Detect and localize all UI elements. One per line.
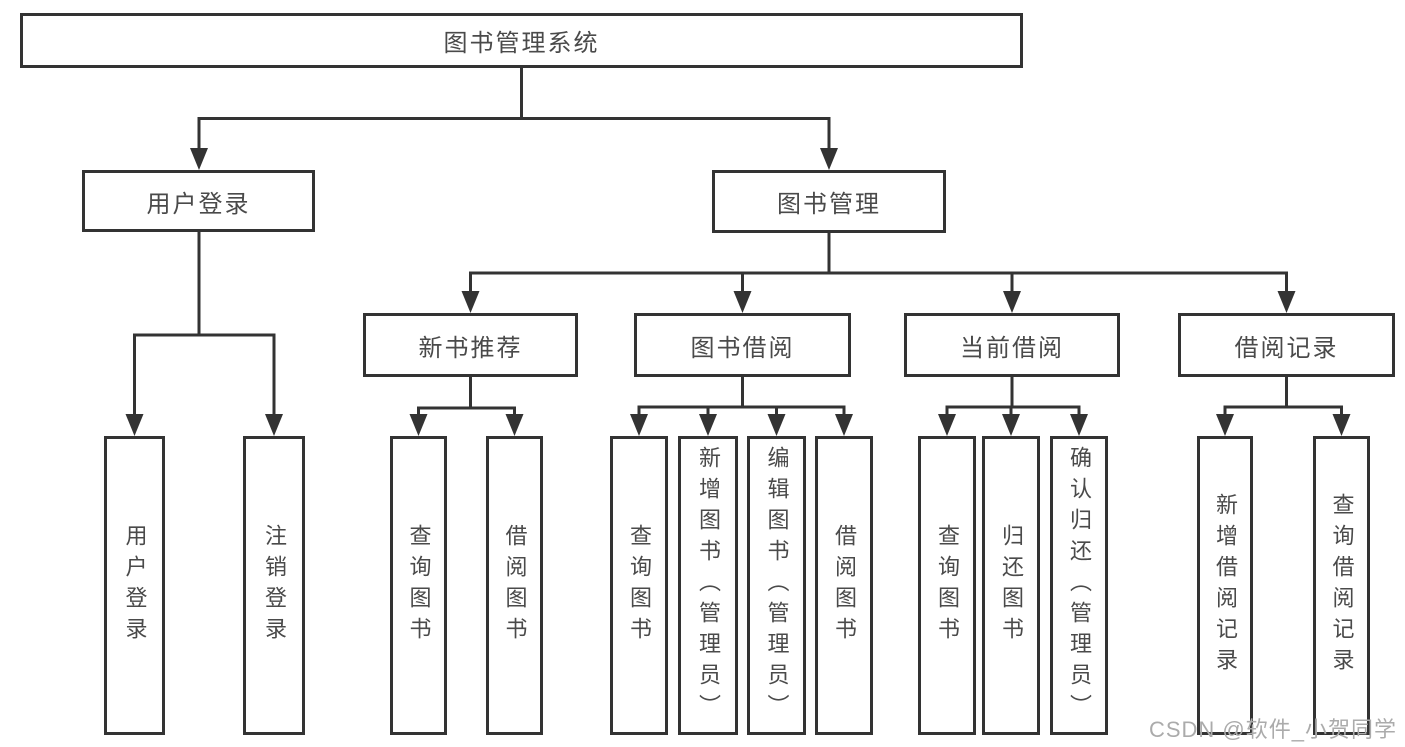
node-borrowing-records: 借阅记录 [1178, 313, 1395, 377]
leaf-label: 新增借阅记录 [1213, 492, 1238, 679]
leaf-borrow-books-borrowing: 借阅图书 [815, 436, 873, 735]
leaf-borrow-books-recommend: 借阅图书 [486, 436, 543, 735]
node-user-login: 用户登录 [82, 170, 315, 232]
leaf-query-borrow-record: 查询借阅记录 [1313, 436, 1370, 735]
leaf-logout: 注销登录 [243, 436, 305, 735]
leaf-edit-books-admin: 编辑图书（管理员） [747, 436, 806, 735]
leaf-label: 归还图书 [999, 523, 1024, 648]
leaf-label: 用户登录 [122, 523, 148, 648]
watermark-text: CSDN @软件_小贺同学 [1148, 717, 1397, 742]
leaf-label: 新增图书（管理员） [696, 446, 721, 725]
node-library-management-system: 图书管理系统 [20, 13, 1023, 68]
connector-user-login [125, 232, 283, 436]
leaf-label: 查询借阅记录 [1329, 492, 1355, 679]
connector-root [190, 68, 838, 170]
node-book-borrowing: 图书借阅 [634, 313, 851, 377]
leaf-query-books-current: 查询图书 [918, 436, 976, 735]
leaf-user-login: 用户登录 [104, 436, 165, 735]
node-current-borrowing: 当前借阅 [904, 313, 1120, 377]
leaf-return-books: 归还图书 [982, 436, 1040, 735]
connector-book-management [461, 233, 1296, 313]
connector-new-book-recommendation [409, 377, 524, 436]
leaf-add-books-admin: 新增图书（管理员） [678, 436, 738, 735]
connector-book-borrowing [630, 377, 853, 436]
leaf-query-books-borrowing: 查询图书 [610, 436, 668, 735]
leaf-label: 注销登录 [262, 523, 287, 648]
leaf-label: 编辑图书（管理员） [764, 446, 790, 725]
leaf-label: 确认归还（管理员） [1067, 446, 1092, 725]
leaf-add-borrow-record: 新增借阅记录 [1197, 436, 1253, 735]
connector-borrowing-records [1216, 377, 1351, 436]
leaf-label: 查询图书 [935, 523, 960, 648]
leaf-label: 借阅图书 [502, 523, 528, 648]
leaf-label: 查询图书 [627, 523, 652, 648]
leaf-confirm-return-admin: 确认归还（管理员） [1050, 436, 1108, 735]
leaf-query-books-recommend: 查询图书 [390, 436, 447, 735]
node-new-book-recommendation: 新书推荐 [363, 313, 578, 377]
connector-current-borrowing [938, 377, 1088, 436]
leaf-label: 借阅图书 [832, 523, 857, 648]
node-book-management: 图书管理 [712, 170, 946, 233]
leaf-label: 查询图书 [406, 523, 432, 648]
